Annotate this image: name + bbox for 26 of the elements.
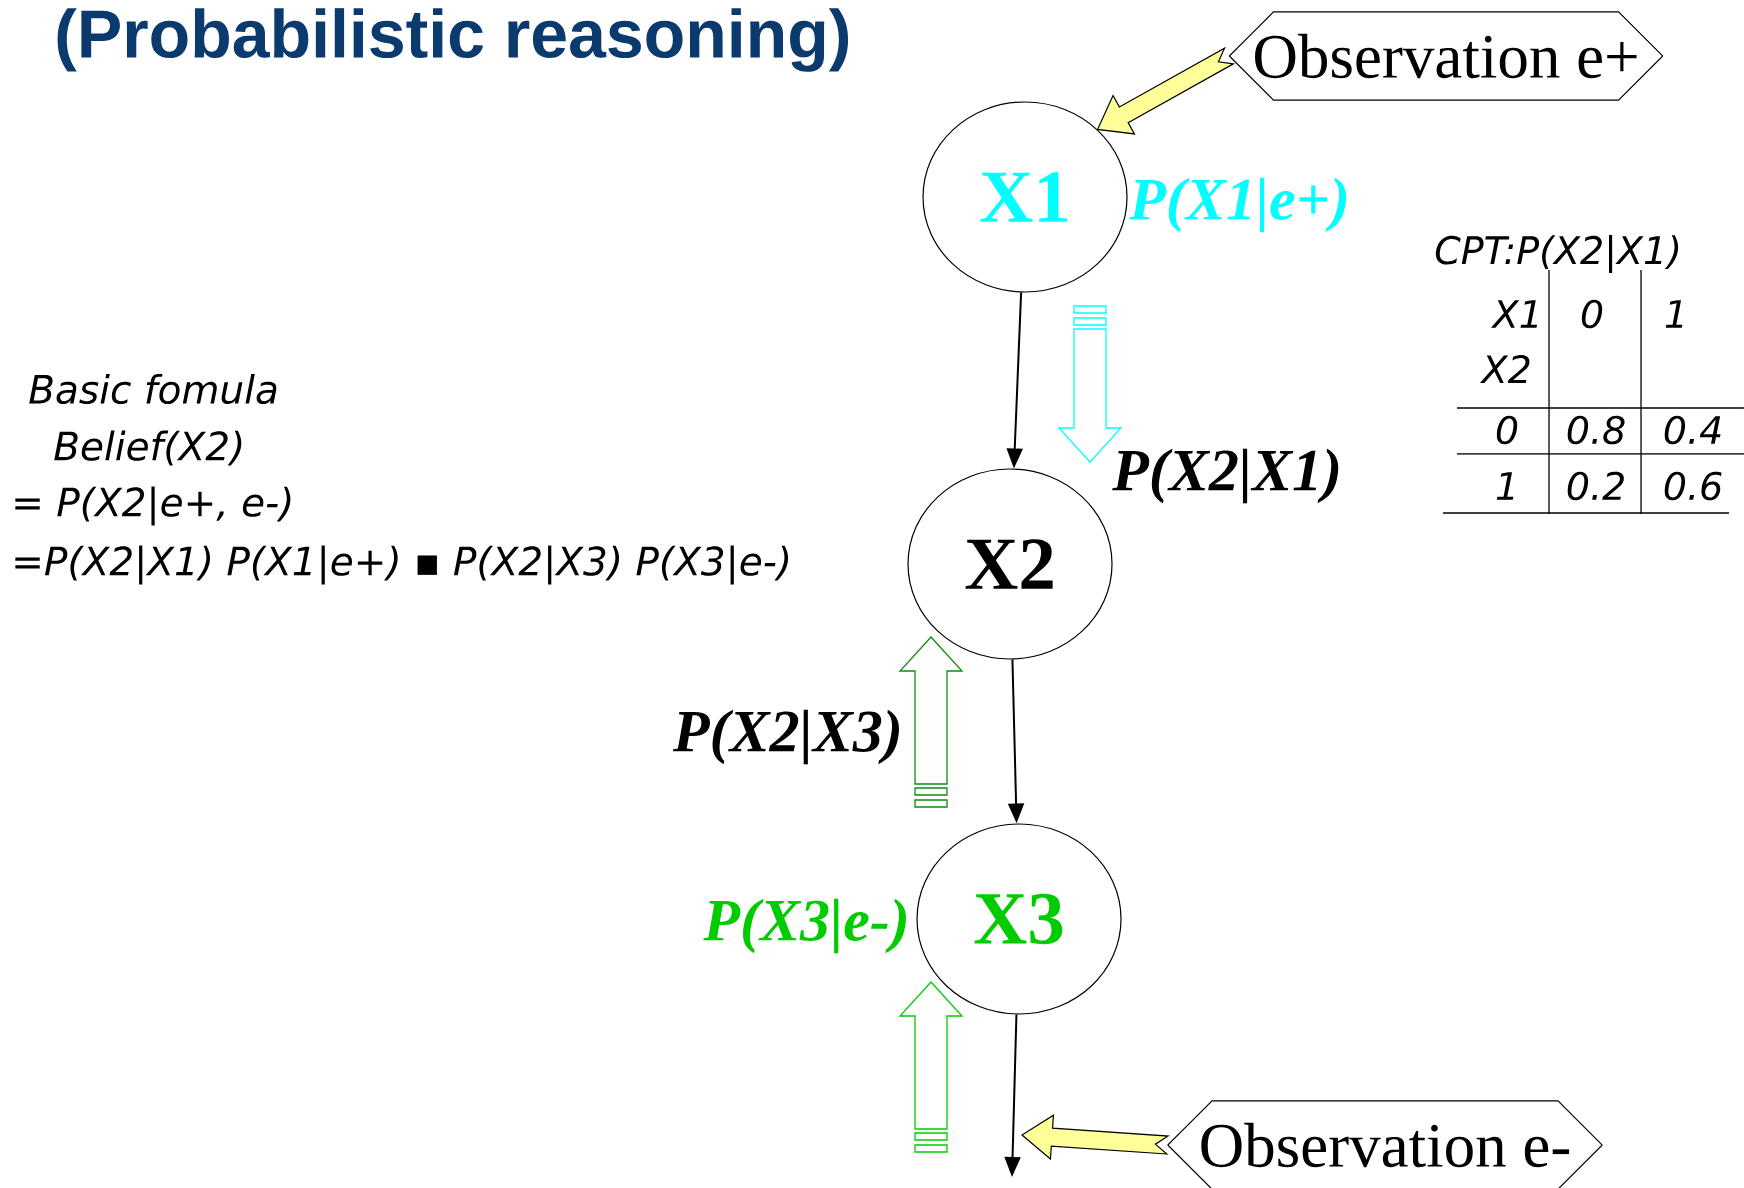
observation-box: Observation e+ [1228,11,1664,101]
hollow-arrow [1057,305,1123,463]
probability-label: P(X1|e+) [1129,177,1347,233]
table-title: CPT:P(X2|X1) [1435,235,1679,273]
formula-text: Basic fomula [29,373,277,405]
probability-label: P(X2|X3) [672,709,899,765]
probability-label: P(X3|e-) [703,898,906,954]
formula-text: Belief(X2) [54,430,242,466]
table-header: X2 [1480,354,1530,384]
table-cell: 0.6 [1664,471,1722,501]
hollow-arrow [898,636,964,808]
table-cell: 1 [1496,472,1514,500]
title: (Probabilistic reasoning) [57,8,849,72]
table-header: 0 [1581,299,1603,329]
hollow-arrow [898,981,964,1153]
formula-text: =P(X2|X1) P(X1|e+) ▪ P(X2|X3) P(X3|e-) [15,545,789,585]
block-arrow [1021,1113,1170,1161]
formula-text: = P(X2|e+, e-) [15,486,291,526]
probability-label: P(X2|X1) [1112,448,1339,504]
table-cell: 0.8 [1567,415,1625,445]
table-cell: 0 [1496,415,1518,445]
table-header: 1 [1665,300,1683,328]
table-cell: 0.2 [1567,471,1624,501]
table-cell: 0.4 [1664,415,1721,445]
observation-box: Observation e- [1167,1100,1603,1188]
table-header: X1 [1491,300,1538,328]
